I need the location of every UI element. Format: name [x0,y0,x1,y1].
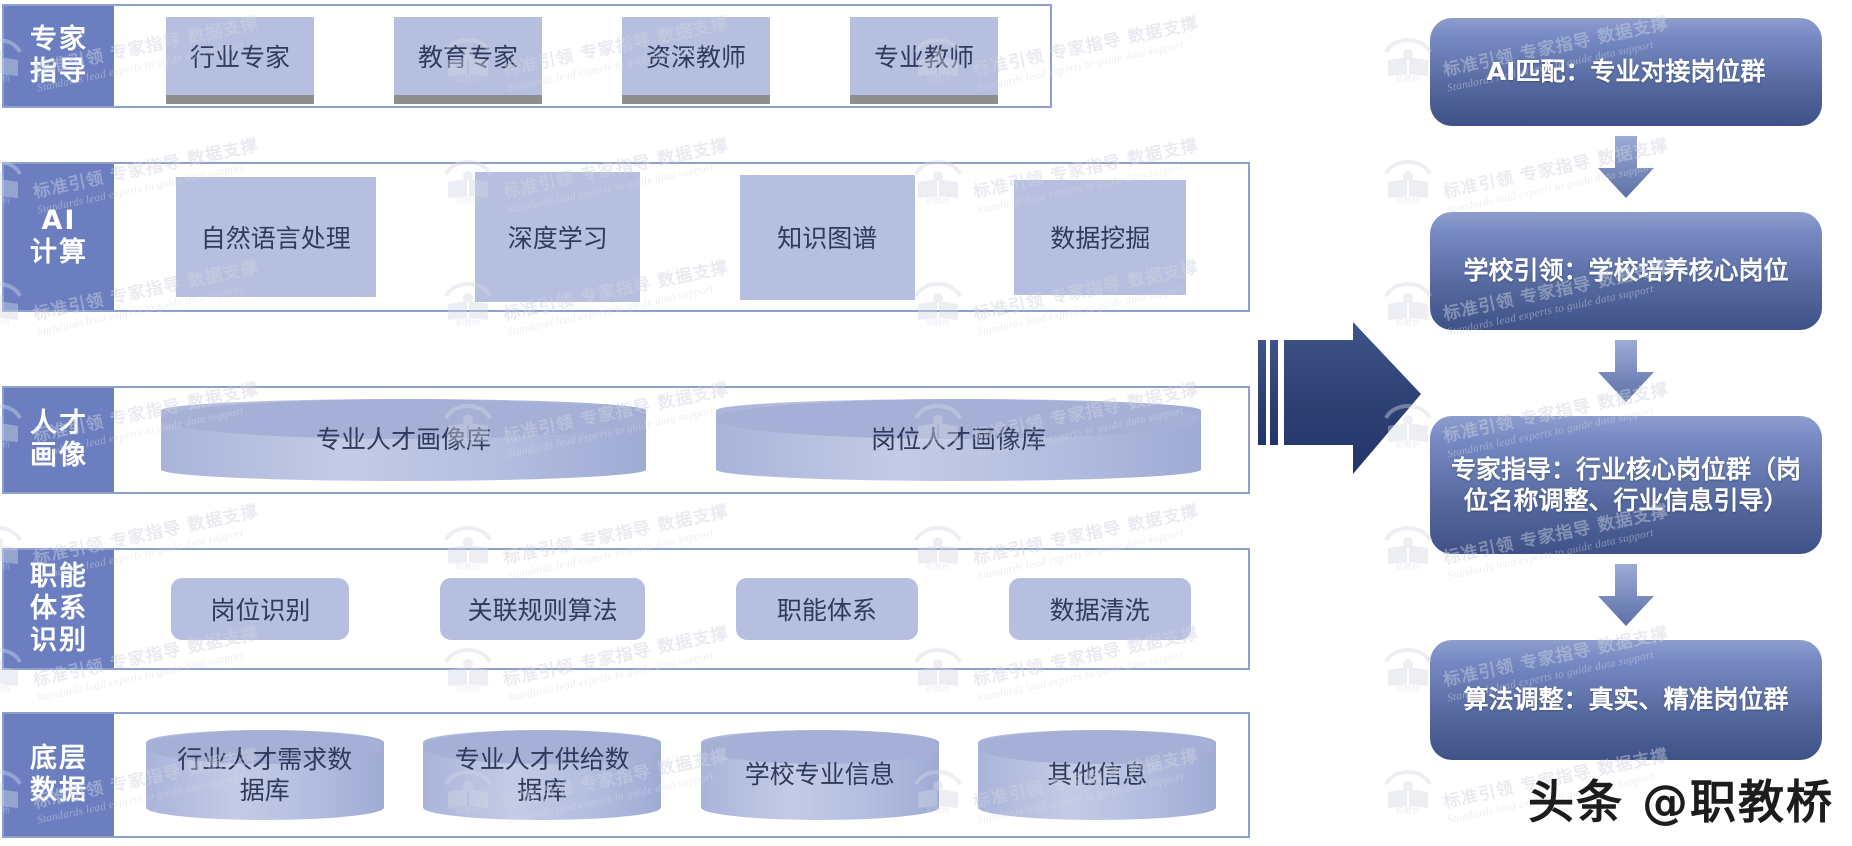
band-label-line: 专家 [30,24,88,56]
band-label-line: 人才 [30,408,88,440]
svg-text:职教桥: 职教桥 [1396,73,1420,82]
band-function-system-recognition: 职能 体系 识别 岗位识别 关联规则算法 职能体系 数据清洗 [2,548,1250,670]
band-body-function-system-recognition: 岗位识别 关联规则算法 职能体系 数据清洗 [114,550,1248,668]
node-label: 专业人才画像库 [315,425,491,455]
svg-text:职教桥: 职教桥 [1396,195,1420,204]
flow-step-school-leading[interactable]: 学校引领：学校培养核心岗位 [1430,212,1822,330]
svg-text:职教桥: 职教桥 [1396,561,1420,570]
band-label-line: 识别 [30,624,88,656]
node-label: 其他信息 [1047,760,1148,790]
node-label: 岗位人才画像库 [870,425,1046,455]
cylinder-top [700,730,939,764]
flow-step-expert-guidance[interactable]: 专家指导：行业核心岗位群（岗位名称调整、行业信息引导） [1430,416,1822,554]
node-label: 行业人才需求数 据库 [177,744,353,805]
band-body-talent-profile: 专业人才画像库 岗位人才画像库 [114,388,1248,492]
cylinder-top [716,399,1201,439]
node-industry-talent-demand-db[interactable]: 行业人才需求数 据库 [145,730,384,820]
left-stack-panel: 专家 指导 行业专家 教育专家 资深教师 专业教师 AI 计算 自然语言处理 深… [2,4,1250,838]
band-label-line: 职能 [30,561,88,593]
band-body-underlying-data: 行业人才需求数 据库 专业人才供给数 据库 学校专业信息 其他信息 [114,714,1248,836]
node-function-system[interactable]: 职能体系 [735,578,918,640]
flow-step-algorithm-adjustment[interactable]: 算法调整：真实、精准岗位群 [1430,640,1822,760]
band-label-line: 体系 [30,593,88,625]
node-nlp[interactable]: 自然语言处理 [175,177,376,297]
svg-text:职教桥: 职教桥 [1396,683,1420,692]
band-body-ai-computation: 自然语言处理 深度学习 知识图谱 数据挖掘 [114,164,1248,310]
band-label-line: 计算 [30,237,88,268]
right-flow-panel: AI匹配：专业对接岗位群 学校引领：学校培养核心岗位 专家指导：行业核心岗位群（… [1420,0,1852,846]
node-label: 学校专业信息 [744,760,895,790]
node-association-rule-algorithm[interactable]: 关联规则算法 [440,578,646,640]
node-major-talent-supply-db[interactable]: 专业人才供给数 据库 [423,730,662,820]
channel-watermark: 头条 @职教桥 [1527,775,1834,829]
band-label-underlying-data: 底层 数据 [4,714,114,836]
node-education-expert[interactable]: 教育专家 [394,17,542,104]
node-professional-teacher[interactable]: 专业教师 [850,17,998,104]
flow-step-ai-matching[interactable]: AI匹配：专业对接岗位群 [1430,18,1822,126]
node-data-mining[interactable]: 数据挖掘 [1014,179,1187,295]
band-label-function-system-recognition: 职能 体系 识别 [4,550,114,668]
band-label-ai-computation: AI 计算 [4,164,114,310]
band-expert-guidance: 专家 指导 行业专家 教育专家 资深教师 专业教师 [2,4,1052,108]
flow-connector-3-down-arrow-icon [1598,564,1654,628]
node-position-talent-profile-db[interactable]: 岗位人才画像库 [716,399,1201,481]
node-label: 专业人才供给数 据库 [454,744,630,805]
cylinder-top [423,730,662,764]
node-major-talent-profile-db[interactable]: 专业人才画像库 [161,399,646,481]
node-industry-expert[interactable]: 行业专家 [166,17,314,104]
band-label-expert-guidance: 专家 指导 [4,6,114,106]
band-label-line: AI [41,205,77,237]
band-talent-profile: 人才 画像 专业人才画像库 岗位人才画像库 [2,386,1250,494]
node-data-cleaning[interactable]: 数据清洗 [1008,578,1191,640]
node-other-info[interactable]: 其他信息 [978,730,1217,820]
band-label-line: 指导 [30,56,88,87]
node-school-major-info[interactable]: 学校专业信息 [700,730,939,820]
cylinder-top [145,730,384,764]
cylinder-top [161,399,646,439]
svg-text:职教桥: 职教桥 [1396,805,1420,814]
band-label-line: 画像 [30,440,88,471]
band-label-line: 数据 [30,775,88,806]
flow-connector-1-down-arrow-icon [1598,136,1654,200]
band-ai-computation: AI 计算 自然语言处理 深度学习 知识图谱 数据挖掘 [2,162,1250,312]
node-senior-teacher[interactable]: 资深教师 [622,17,770,104]
band-body-expert-guidance: 行业专家 教育专家 资深教师 专业教师 [114,6,1050,106]
node-position-recognition[interactable]: 岗位识别 [171,578,350,640]
band-label-line: 底层 [30,743,88,775]
node-deep-learning[interactable]: 深度学习 [475,172,641,302]
band-label-talent-profile: 人才 画像 [4,388,114,492]
band-underlying-data: 底层 数据 行业人才需求数 据库 专业人才供给数 据库 学校专业信息 [2,712,1250,838]
flow-connector-2-down-arrow-icon [1598,340,1654,404]
cylinder-top [978,730,1217,764]
node-knowledge-graph[interactable]: 知识图谱 [739,174,915,300]
flow-transition-arrow-icon [1258,322,1423,527]
